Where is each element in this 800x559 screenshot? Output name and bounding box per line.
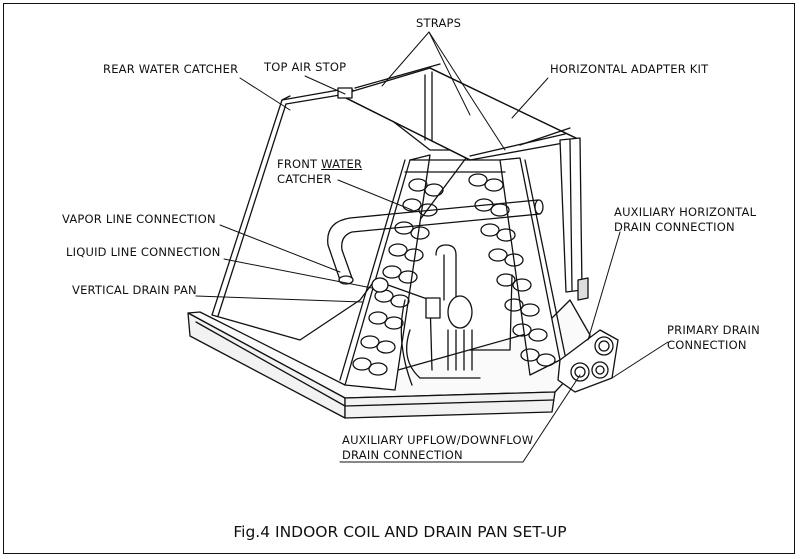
side-frame xyxy=(559,137,589,301)
label-vertical-drain-pan: VERTICAL DRAIN PAN xyxy=(72,283,197,297)
label-primary-drain-line2: CONNECTION xyxy=(667,338,747,352)
label-front-water-catcher: FRONT WATER xyxy=(277,157,363,171)
label-aux-horizontal-line2: DRAIN CONNECTION xyxy=(614,220,735,234)
distributor xyxy=(371,244,513,386)
coil-bends-right xyxy=(468,173,556,367)
figure-caption: Fig.4 INDOOR COIL AND DRAIN PAN SET-UP xyxy=(233,523,567,541)
label-vapor-line-connection: VAPOR LINE CONNECTION xyxy=(62,212,216,226)
figure-border xyxy=(3,3,795,554)
top-frame xyxy=(337,63,581,161)
coil-bends-left xyxy=(352,178,444,376)
label-front-water-catcher-line2: CATCHER xyxy=(277,172,332,186)
label-primary-drain: PRIMARY DRAIN xyxy=(667,323,760,337)
drain-pan xyxy=(187,299,591,419)
label-liquid-line-connection: LIQUID LINE CONNECTION xyxy=(66,245,221,259)
label-aux-upflow-line2: DRAIN CONNECTION xyxy=(342,448,463,462)
vapor-line-pipe xyxy=(327,199,544,285)
label-aux-upflow: AUXILIARY UPFLOW/DOWNFLOW xyxy=(342,433,534,447)
label-horizontal-adapter-kit: HORIZONTAL ADAPTER KIT xyxy=(550,62,709,76)
label-rear-water-catcher: REAR WATER CATCHER xyxy=(103,62,239,76)
label-straps: STRAPS xyxy=(416,16,462,30)
label-aux-horizontal: AUXILIARY HORIZONTAL xyxy=(614,205,757,219)
label-top-air-stop: TOP AIR STOP xyxy=(264,60,347,74)
leader-lines xyxy=(195,31,669,463)
